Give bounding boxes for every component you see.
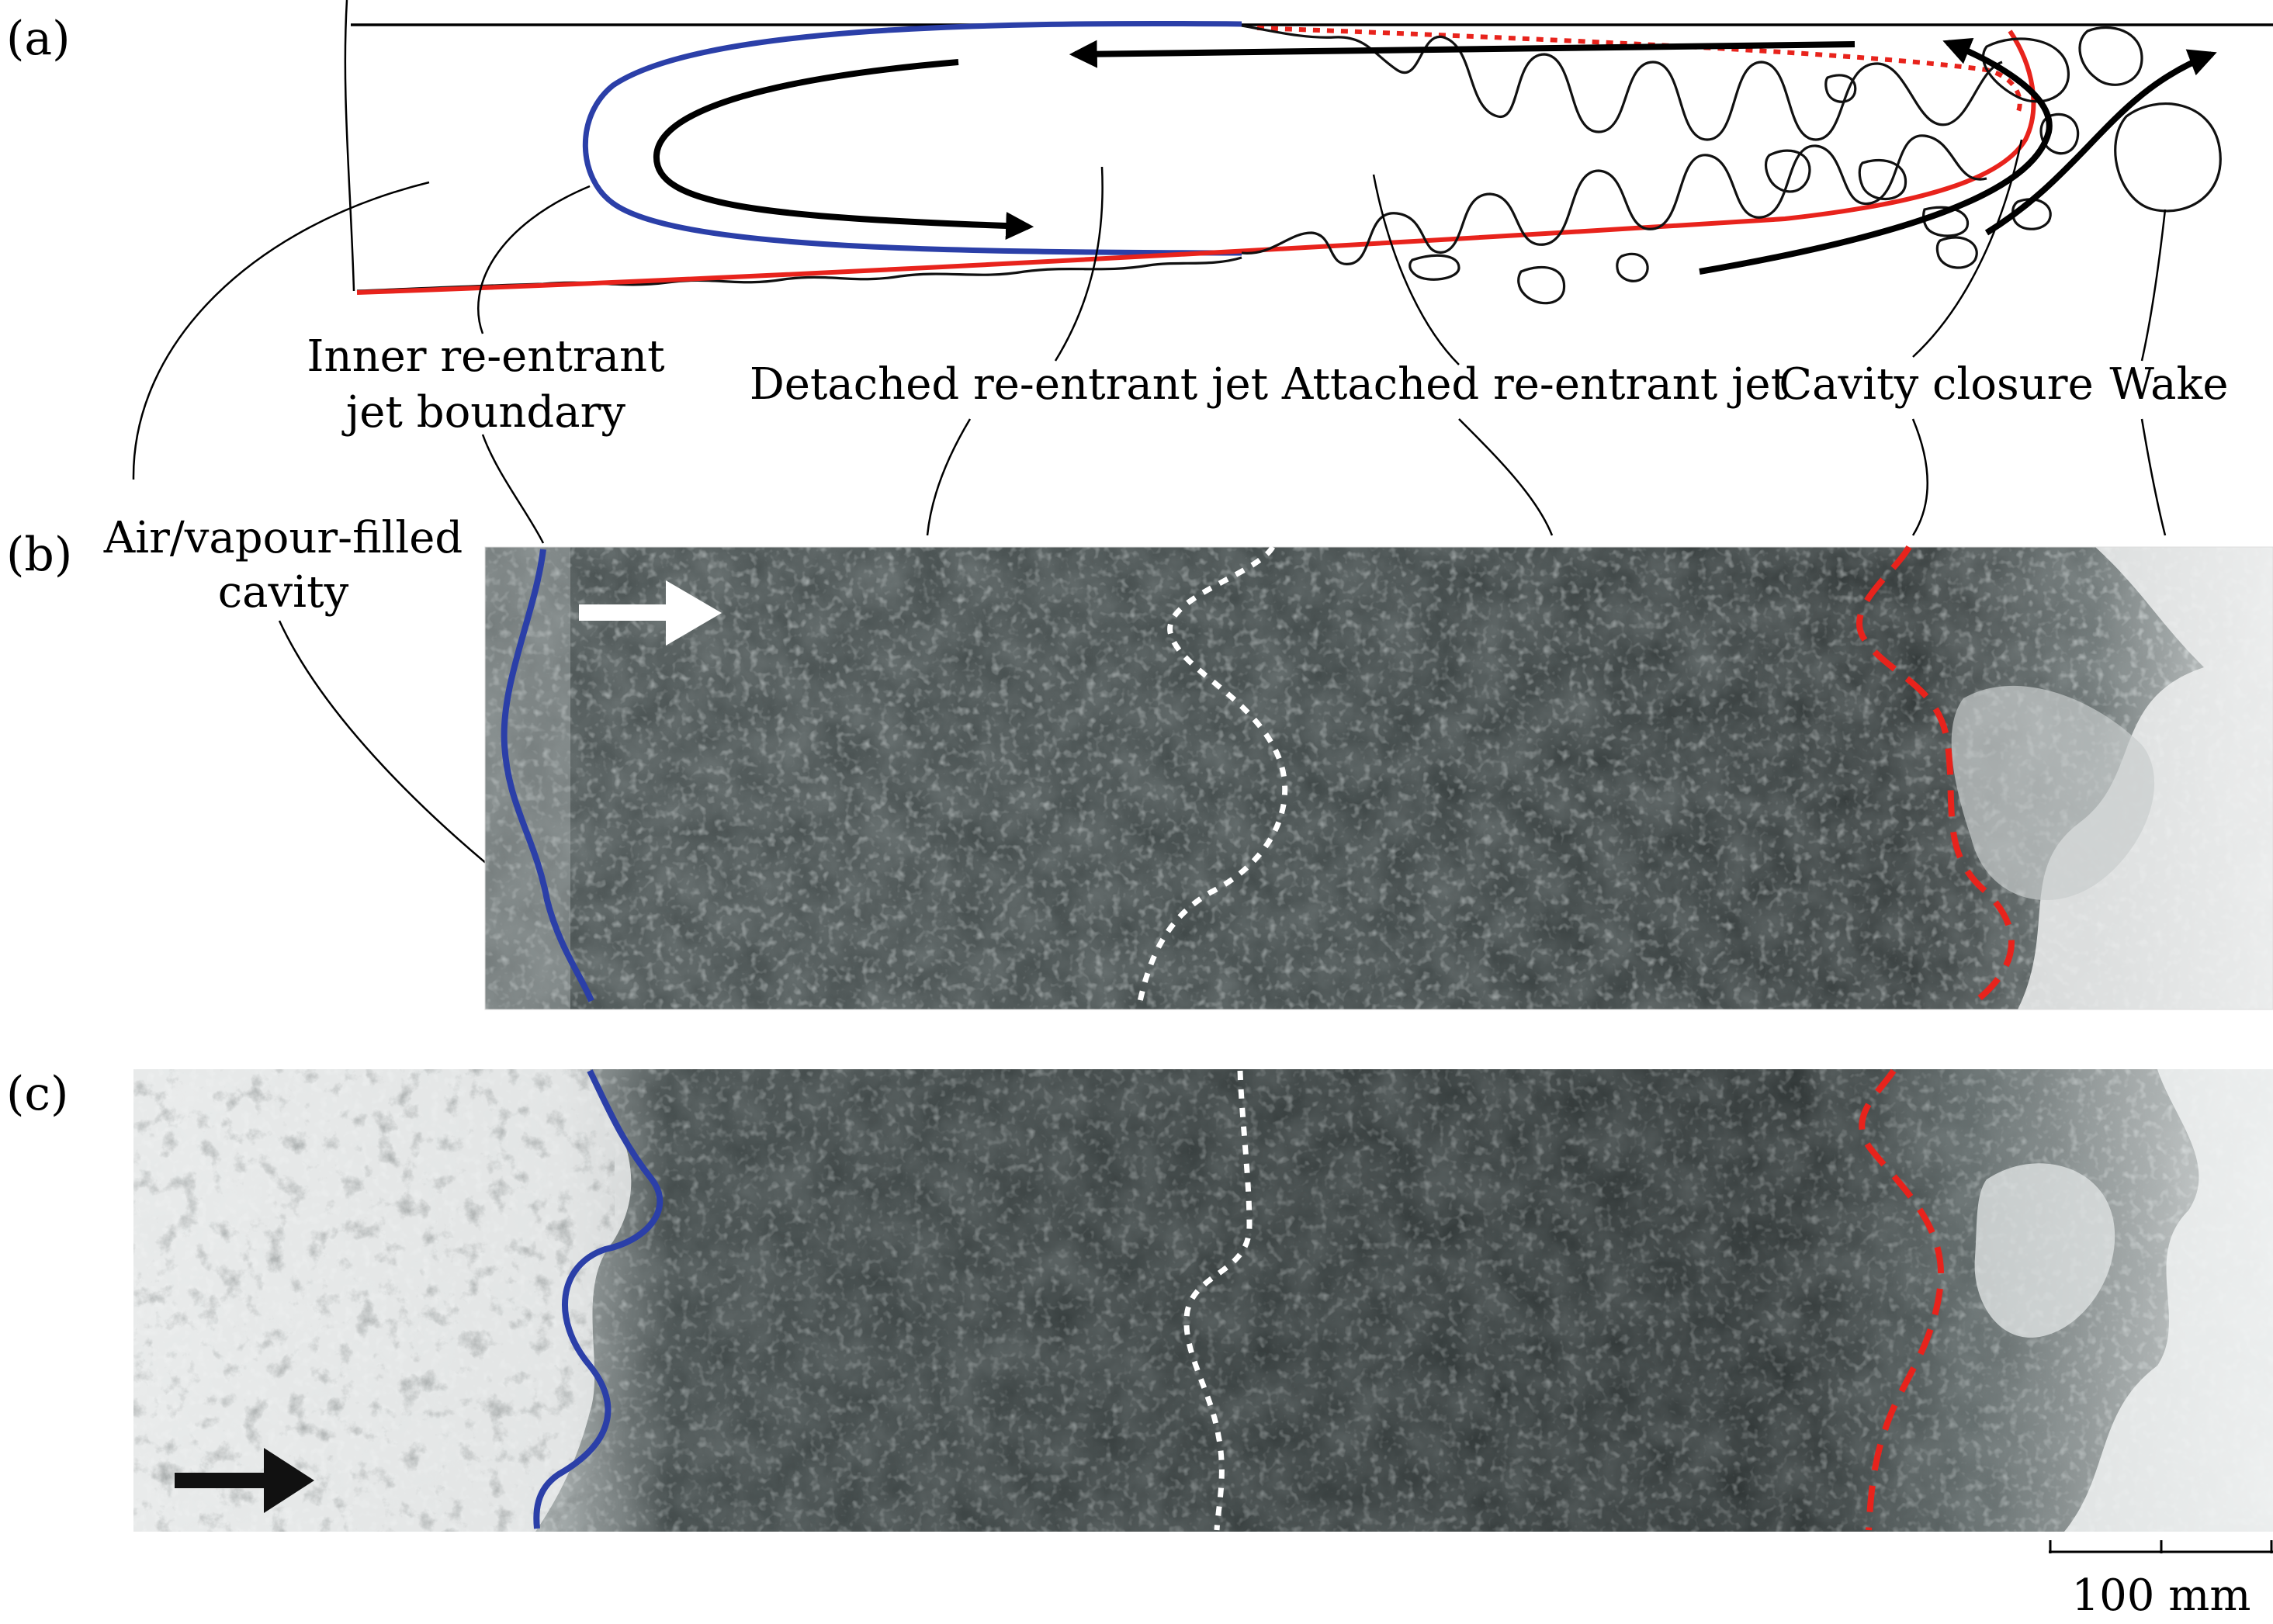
inner-jet-boundary-curve: [582, 20, 1242, 256]
leader-line-closure: [1912, 139, 2023, 358]
label-cavity-line2: cavity: [218, 567, 349, 618]
bubble-blob: [1858, 158, 1907, 201]
schematic-panel-a: [132, 0, 2273, 480]
label-cavity-line1: Air/vapour-filled: [103, 513, 463, 563]
flow-arrow-c: [175, 1448, 314, 1513]
label-wake: Wake: [2109, 359, 2228, 410]
leader-line-detached-b: [926, 418, 972, 536]
bubble-blob: [1616, 252, 1649, 282]
re-entrant-jet-wave-upper: [1241, 24, 2003, 141]
panel-label-c: (c): [6, 1067, 68, 1121]
bubble-blob: [1981, 37, 2070, 103]
leader-line-inner-boundary: [476, 185, 591, 334]
re-entrant-jet-wave-lower: [1241, 134, 1987, 265]
label-attached-jet: Attached re-entrant jet: [1281, 359, 1789, 410]
flow-arrow-b: [579, 580, 722, 646]
photo-panel-b: [485, 547, 2273, 1009]
bubble-blob: [1935, 236, 1978, 269]
bubble-blob: [1824, 74, 1857, 103]
photo-c-wake-bright-region: [2064, 1069, 2273, 1532]
label-inner-jet-boundary-line2: jet boundary: [341, 387, 626, 438]
photo-c-cavity-texture: [133, 1069, 615, 1532]
panel-label-b: (b): [6, 528, 72, 582]
annotation-labels: (a) (b) (c) Inner re-entrant jet boundar…: [6, 12, 2229, 1121]
photo-b-frame: [484, 546, 2273, 1010]
inner-boundary-line-b: [501, 549, 594, 1002]
cavity-boundary-red: [356, 29, 2036, 295]
scale-bar-label: 100 mm: [2072, 1570, 2251, 1621]
bubble-blob: [2078, 26, 2143, 86]
leader-line-wake-b: [2140, 418, 2167, 536]
closure-line-c: [1859, 1068, 1945, 1531]
inner-boundary-line-c: [533, 1069, 664, 1529]
panel-label-a: (a): [6, 12, 71, 66]
leader-line-inner-boundary-b: [481, 434, 545, 544]
inlet-edge-line: [344, 0, 355, 292]
bubble-blob: [1408, 254, 1460, 281]
photo-panel-c: [133, 1069, 2273, 1532]
label-cavity-closure: Cavity closure: [1779, 359, 2093, 410]
bubble-blob: [1764, 149, 1811, 193]
closure-line-b: [1856, 545, 2015, 1008]
leader-line-cavity-b: [278, 620, 513, 885]
jet-reverse-arrow: [1069, 40, 1855, 68]
leader-line-attached-b: [1458, 418, 1554, 536]
label-detached-jet: Detached re-entrant jet: [750, 359, 1269, 410]
bubble-blob: [2114, 102, 2222, 213]
closure-up-arrow: [1699, 37, 2053, 275]
recirculation-arrow: [653, 59, 1034, 240]
leader-line-detached: [1054, 166, 1104, 362]
bubble-blob: [2011, 198, 2052, 230]
detachment-line-c: [1183, 1070, 1253, 1531]
label-inner-jet-boundary-line1: Inner re-entrant: [307, 331, 665, 382]
leader-line-closure-b: [1911, 418, 1928, 536]
bubble-blob: [1517, 265, 1566, 305]
leader-line-attached: [1372, 174, 1460, 365]
cavity-boundary-red-dotted: [1256, 26, 2022, 118]
wake-arrow: [1984, 49, 2217, 236]
leader-line-cavity-top: [132, 181, 430, 480]
bubble-blob: [2039, 113, 2080, 155]
photo-b-wake-mid-region: [1951, 685, 2155, 900]
scale-bar: 100 mm: [2049, 1540, 2273, 1621]
photo-c-wake-mid-region: [1974, 1163, 2115, 1338]
detachment-line-b: [1136, 545, 1288, 1006]
leader-line-wake: [2140, 209, 2167, 362]
